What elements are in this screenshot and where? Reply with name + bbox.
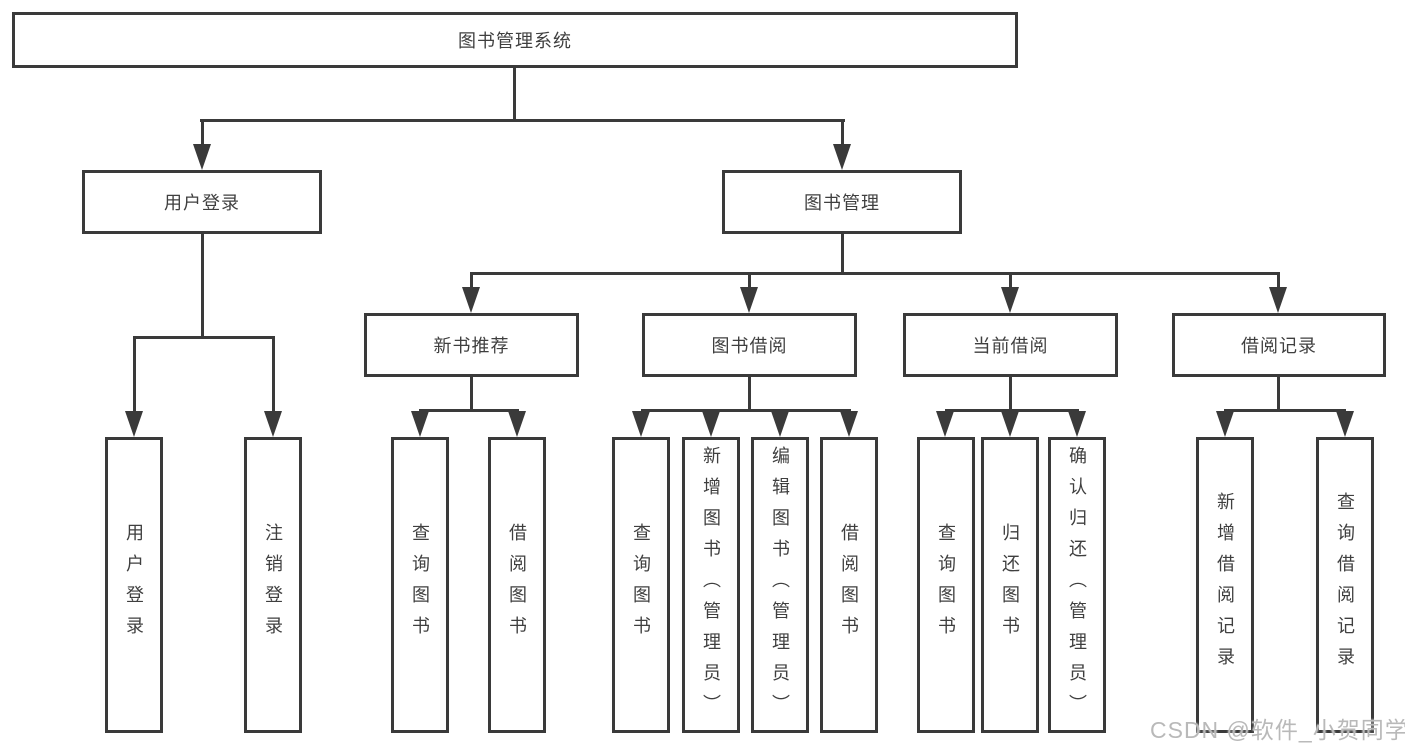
leaf-return-books: 归还图书 [981, 437, 1039, 733]
node-user-login: 用户登录 [82, 170, 322, 234]
arrow-down-icon [1336, 411, 1354, 437]
connector-line [1009, 272, 1012, 292]
connector-line [748, 272, 751, 292]
connector-line [470, 272, 473, 292]
arrow-down-icon [1001, 287, 1019, 313]
arrow-down-icon [1068, 411, 1086, 437]
arrow-down-icon [125, 411, 143, 437]
connector-line [841, 233, 844, 274]
connector-line [1009, 376, 1012, 411]
connector-line [945, 409, 1079, 412]
connector-line [1277, 272, 1280, 292]
leaf-label: 归还图书 [1000, 523, 1020, 647]
node-book-borrow: 图书借阅 [642, 313, 857, 377]
arrow-down-icon [264, 411, 282, 437]
arrow-down-icon [1216, 411, 1234, 437]
arrow-down-icon [740, 287, 758, 313]
leaf-add-books-admin: 新增图书（管理员） [682, 437, 740, 733]
leaf-label: 新增借阅记录 [1215, 492, 1235, 678]
arrow-down-icon [840, 411, 858, 437]
connector-line [133, 336, 136, 416]
leaf-borrow-books-recommend: 借阅图书 [488, 437, 546, 733]
leaf-borrow-books: 借阅图书 [820, 437, 878, 733]
csdn-watermark: CSDN @软件_小贺同学 [1150, 717, 1405, 743]
arrow-down-icon [1269, 287, 1287, 313]
leaf-query-books-current: 查询图书 [917, 437, 975, 733]
leaf-logout: 注销登录 [244, 437, 302, 733]
connector-line [1277, 376, 1280, 411]
leaf-label: 借阅图书 [507, 523, 527, 647]
connector-line [200, 119, 845, 122]
leaf-edit-books-admin: 编辑图书（管理员） [751, 437, 809, 733]
connector-line [841, 119, 844, 149]
arrow-down-icon [462, 287, 480, 313]
node-current-borrow: 当前借阅 [903, 313, 1118, 377]
leaf-query-books-borrow: 查询图书 [612, 437, 670, 733]
connector-line [133, 336, 275, 339]
leaf-label: 查询图书 [936, 523, 956, 647]
arrow-down-icon [833, 144, 851, 170]
node-book-management: 图书管理 [722, 170, 962, 234]
leaf-query-borrow-record: 查询借阅记录 [1316, 437, 1374, 733]
leaf-label: 新增图书（管理员） [701, 445, 721, 725]
connector-line [641, 409, 851, 412]
connector-line [470, 376, 473, 411]
leaf-confirm-return-admin: 确认归还（管理员） [1048, 437, 1106, 733]
leaf-label: 注销登录 [263, 523, 283, 647]
arrow-down-icon [508, 411, 526, 437]
connector-line [1224, 409, 1346, 412]
connector-line [201, 233, 204, 338]
arrow-down-icon [936, 411, 954, 437]
connector-line [513, 66, 516, 121]
leaf-label: 查询借阅记录 [1335, 492, 1355, 678]
leaf-label: 查询图书 [410, 523, 430, 647]
leaf-query-books-recommend: 查询图书 [391, 437, 449, 733]
arrow-down-icon [411, 411, 429, 437]
arrow-down-icon [193, 144, 211, 170]
node-borrow-records: 借阅记录 [1172, 313, 1386, 377]
arrow-down-icon [1001, 411, 1019, 437]
arrow-down-icon [632, 411, 650, 437]
leaf-label: 编辑图书（管理员） [770, 445, 790, 725]
leaf-label: 借阅图书 [839, 523, 859, 647]
connector-line [201, 119, 204, 149]
leaf-label: 用户登录 [124, 523, 144, 647]
connector-line [748, 376, 751, 411]
leaf-user-login: 用户登录 [105, 437, 163, 733]
arrow-down-icon [771, 411, 789, 437]
node-library-management-system: 图书管理系统 [12, 12, 1018, 68]
leaf-label: 确认归还（管理员） [1067, 445, 1087, 725]
leaf-label: 查询图书 [631, 523, 651, 647]
connector-line [419, 409, 519, 412]
arrow-down-icon [702, 411, 720, 437]
connector-line [272, 336, 275, 416]
node-new-book-recommend: 新书推荐 [364, 313, 579, 377]
connector-line [470, 272, 1280, 275]
leaf-add-borrow-record: 新增借阅记录 [1196, 437, 1254, 733]
